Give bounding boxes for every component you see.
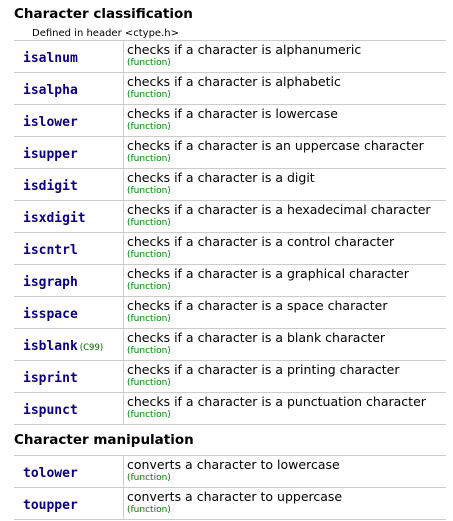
defined-in-header-note: Defined in header <ctype.h> <box>32 28 179 39</box>
function-link-ispunct[interactable]: ispunct <box>23 403 78 418</box>
entity-kind-label: (function) <box>127 90 171 100</box>
function-description: converts a character to uppercase <box>127 489 343 504</box>
function-link-tolower[interactable]: tolower <box>23 466 78 481</box>
function-description: checks if a character is alphabetic <box>127 74 341 89</box>
table-row: islower checks if a character is lowercas… <box>14 104 447 137</box>
function-link-isblank[interactable]: isblank <box>23 339 78 354</box>
function-name-cell: islower <box>14 104 124 137</box>
description-cell: checks if a character is a control chara… <box>124 233 447 265</box>
table-row: ispunct checks if a character is a punctu… <box>14 392 447 425</box>
description-cell: checks if a character is a hexadecimal c… <box>124 201 447 233</box>
classification-table: isalnum checks if a character is alphanum… <box>14 40 446 425</box>
table-row: isgraph checks if a character is a graphi… <box>14 264 447 297</box>
table-row: isblank(C99)checks if a character is a b… <box>14 328 447 361</box>
entity-kind-label: (function) <box>127 378 171 388</box>
function-name-cell: isgraph <box>14 264 124 297</box>
function-name-cell: isblank(C99) <box>14 328 124 361</box>
description-cell: checks if a character is an uppercase ch… <box>124 137 447 169</box>
table-row: isupper checks if a character is an upper… <box>14 136 447 169</box>
description-cell: checks if a character is a punctuation c… <box>124 393 447 425</box>
entity-kind-label: (function) <box>127 314 171 324</box>
function-link-isalnum[interactable]: isalnum <box>23 51 78 66</box>
entity-kind-label: (function) <box>127 346 171 356</box>
description-cell: converts a character to lowercase(functi… <box>124 456 447 488</box>
manipulation-table: tolower converts a character to lowercase… <box>14 455 446 520</box>
function-description: checks if a character is a hexadecimal c… <box>127 202 431 217</box>
function-description: checks if a character is an uppercase ch… <box>127 138 424 153</box>
function-description: checks if a character is a punctuation c… <box>127 394 426 409</box>
description-cell: checks if a character is a space charact… <box>124 297 447 329</box>
description-cell: checks if a character is a blank charact… <box>124 329 447 361</box>
function-name-cell: isalnum <box>14 40 124 73</box>
table-row: toupper converts a character to uppercase… <box>14 487 447 520</box>
function-description: checks if a character is alphanumeric <box>127 42 362 57</box>
entity-kind-label: (function) <box>127 282 171 292</box>
function-name-cell: ispunct <box>14 392 124 425</box>
section-heading-classification: Character classification <box>14 6 193 22</box>
function-link-iscntrl[interactable]: iscntrl <box>23 243 78 258</box>
function-link-isspace[interactable]: isspace <box>23 307 78 322</box>
function-name-cell: iscntrl <box>14 232 124 265</box>
entity-kind-label: (function) <box>127 505 171 515</box>
description-cell: checks if a character is lowercase(funct… <box>124 105 447 137</box>
table-row: isprint checks if a character is a printi… <box>14 360 447 393</box>
function-link-toupper[interactable]: toupper <box>23 498 78 513</box>
entity-kind-label: (function) <box>127 410 171 420</box>
function-link-isgraph[interactable]: isgraph <box>23 275 78 290</box>
function-name-cell: isdigit <box>14 168 124 201</box>
function-description: checks if a character is a space charact… <box>127 298 388 313</box>
function-link-isdigit[interactable]: isdigit <box>23 179 78 194</box>
function-link-isalpha[interactable]: isalpha <box>23 83 78 98</box>
function-link-isupper[interactable]: isupper <box>23 147 78 162</box>
table-row: isspace checks if a character is a space … <box>14 296 447 329</box>
table-row: isxdigit checks if a character is a hexad… <box>14 200 447 233</box>
entity-kind-label: (function) <box>127 122 171 132</box>
function-description: converts a character to lowercase <box>127 457 340 472</box>
table-row: isalpha checks if a character is alphabet… <box>14 72 447 105</box>
description-cell: checks if a character is alphanumeric(fu… <box>124 41 447 73</box>
function-name-cell: isupper <box>14 136 124 169</box>
function-description: checks if a character is a printing char… <box>127 362 400 377</box>
function-name-cell: isxdigit <box>14 200 124 233</box>
function-description: checks if a character is a digit <box>127 170 315 185</box>
function-name-cell: toupper <box>14 487 124 520</box>
entity-kind-label: (function) <box>127 473 171 483</box>
entity-kind-label: (function) <box>127 218 171 228</box>
function-description: checks if a character is a blank charact… <box>127 330 386 345</box>
table-row: tolower converts a character to lowercase… <box>14 455 447 488</box>
table-row: iscntrl checks if a character is a contro… <box>14 232 447 265</box>
description-cell: checks if a character is a printing char… <box>124 361 447 393</box>
description-cell: converts a character to uppercase(functi… <box>124 488 447 520</box>
table-row: isalnum checks if a character is alphanum… <box>14 40 447 73</box>
function-name-cell: isprint <box>14 360 124 393</box>
function-description: checks if a character is lowercase <box>127 106 338 121</box>
function-description: checks if a character is a graphical cha… <box>127 266 409 281</box>
standard-version-badge: (C99) <box>79 343 104 353</box>
function-link-islower[interactable]: islower <box>23 115 78 130</box>
function-description: checks if a character is a control chara… <box>127 234 395 249</box>
entity-kind-label: (function) <box>127 250 171 260</box>
section-heading-manipulation: Character manipulation <box>14 432 194 448</box>
function-name-cell: isalpha <box>14 72 124 105</box>
function-link-isprint[interactable]: isprint <box>23 371 78 386</box>
entity-kind-label: (function) <box>127 154 171 164</box>
description-cell: checks if a character is a digit(functio… <box>124 169 447 201</box>
function-name-cell: isspace <box>14 296 124 329</box>
description-cell: checks if a character is alphabetic(func… <box>124 73 447 105</box>
entity-kind-label: (function) <box>127 58 171 68</box>
function-name-cell: tolower <box>14 455 124 488</box>
table-row: isdigit checks if a character is a digit(… <box>14 168 447 201</box>
entity-kind-label: (function) <box>127 186 171 196</box>
function-link-isxdigit[interactable]: isxdigit <box>23 211 86 226</box>
description-cell: checks if a character is a graphical cha… <box>124 265 447 297</box>
